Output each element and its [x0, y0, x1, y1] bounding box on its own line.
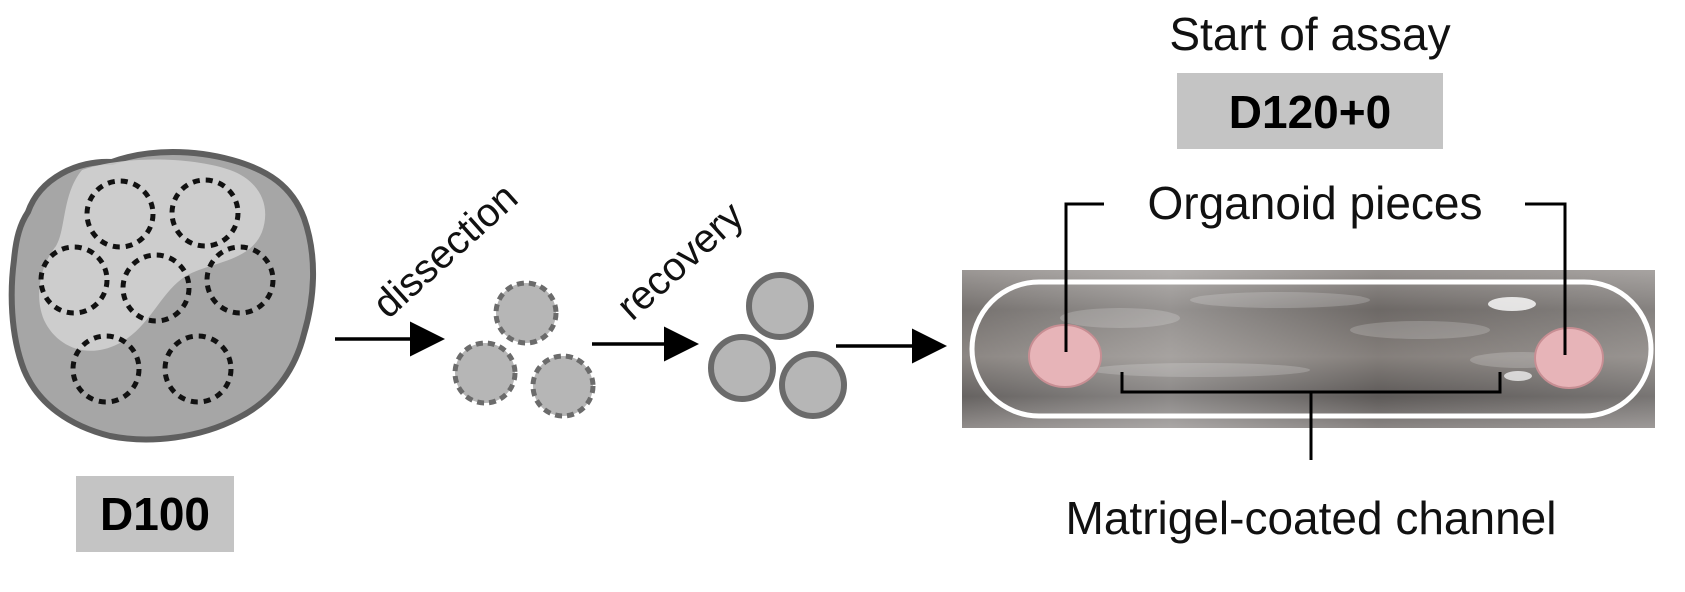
d120-badge: D120+0 — [1177, 73, 1443, 149]
photo-glare — [1504, 371, 1532, 381]
dissected-piece — [493, 280, 559, 346]
dissected-pieces — [452, 280, 596, 419]
recovered-pieces — [708, 272, 847, 419]
organoid-pieces-callout — [1064, 202, 1567, 355]
recovered-piece — [746, 272, 814, 340]
channel-photo — [962, 270, 1655, 428]
recovered-piece — [779, 351, 847, 419]
photo-texture — [1060, 292, 1570, 377]
dashed-dissection-circles — [38, 177, 276, 405]
d100-badge: D100 — [76, 476, 234, 552]
recovered-piece — [708, 334, 776, 402]
d100-label: D100 — [100, 488, 210, 540]
start-of-assay-title: Start of assay — [1169, 8, 1450, 60]
dissected-piece — [452, 340, 518, 406]
recovery-label: recovery — [609, 193, 752, 328]
organoid-d100 — [8, 149, 317, 443]
channel-callout — [1120, 372, 1502, 460]
organoid-piece-right — [1534, 327, 1604, 389]
organoid-pieces-label: Organoid pieces — [1148, 177, 1483, 229]
d120-label: D120+0 — [1229, 86, 1391, 138]
photo-glare — [1488, 297, 1536, 311]
matrigel-channel-label: Matrigel-coated channel — [1066, 492, 1557, 544]
dissected-piece — [530, 353, 596, 419]
